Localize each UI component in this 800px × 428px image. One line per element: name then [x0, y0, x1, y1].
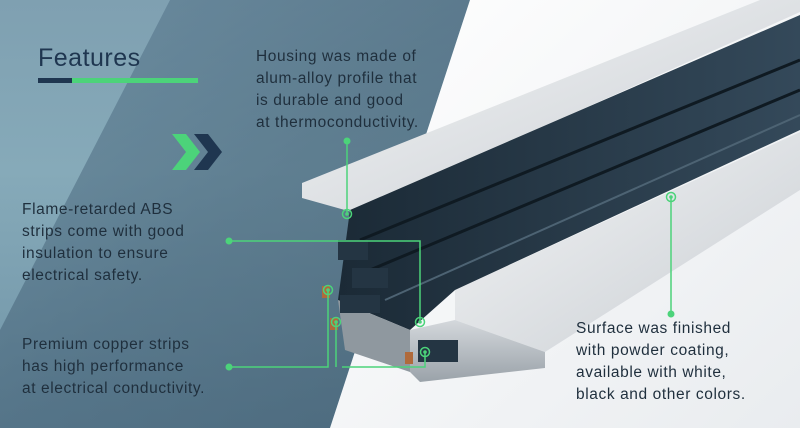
- title-underline-dark: [38, 78, 72, 83]
- title-underline-green: [72, 78, 198, 83]
- housing-caption: Housing was made of alum-alloy profile t…: [256, 48, 419, 131]
- title-underline: [38, 78, 198, 83]
- flame-retarded-caption: Flame-retarded ABS strips come with good…: [22, 201, 185, 284]
- callout-dot-housing: [343, 137, 351, 145]
- callout-dot-surface: [667, 310, 675, 318]
- copper-strips-caption: Premium copper strips has high performan…: [22, 336, 206, 397]
- surface-finish-caption: Surface was finished with powder coating…: [576, 320, 746, 403]
- page-title: Features: [38, 44, 141, 72]
- callout-dot-flame: [225, 237, 233, 245]
- callout-dot-copper: [225, 363, 233, 371]
- double-chevron-right-icon: [172, 134, 222, 170]
